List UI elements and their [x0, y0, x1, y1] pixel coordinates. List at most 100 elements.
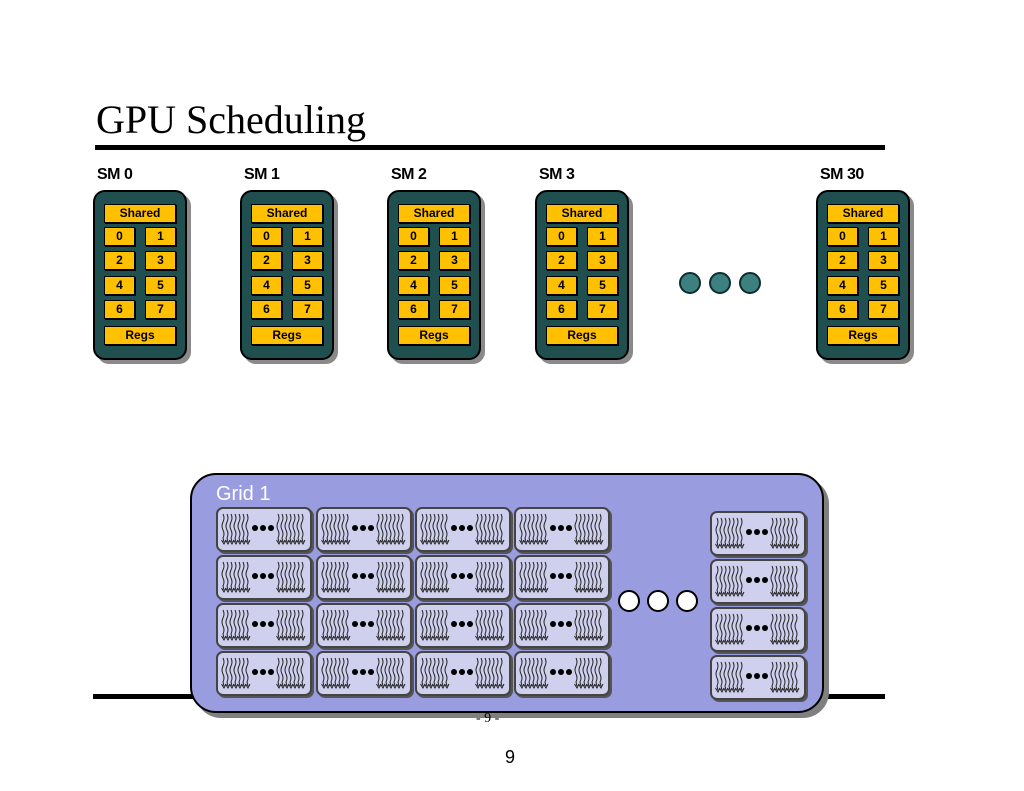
threads-icon [519, 657, 604, 690]
thread-block [216, 555, 312, 600]
ellipsis-dot-icon [739, 272, 761, 294]
thread-slot: 4 [546, 276, 577, 295]
thread-block [514, 603, 610, 648]
thread-block [415, 555, 511, 600]
thread-slot: 4 [398, 276, 429, 295]
thread-block [710, 655, 806, 700]
thread-slot: 7 [868, 300, 899, 319]
shared-memory: Shared [104, 204, 176, 223]
thread-slot: 7 [292, 300, 323, 319]
threads-icon [420, 657, 505, 690]
threads-icon [221, 609, 306, 642]
registers: Regs [827, 326, 899, 345]
ellipsis-dot-icon [676, 590, 698, 612]
threads-icon [420, 561, 505, 594]
threads-icon [715, 613, 800, 646]
thread-block [316, 651, 412, 696]
thread-slot: 5 [587, 276, 618, 295]
threads-icon [321, 513, 406, 546]
sm-label: SM 3 [539, 166, 575, 183]
threads-icon [519, 561, 604, 594]
thread-slot: 0 [104, 227, 135, 246]
threads-icon [420, 609, 505, 642]
slide-title: GPU Scheduling [96, 97, 366, 142]
thread-slot: 4 [251, 276, 282, 295]
thread-block [415, 651, 511, 696]
thread-slot: 1 [292, 227, 323, 246]
thread-slot: 6 [251, 300, 282, 319]
thread-block [216, 603, 312, 648]
thread-slot: 6 [546, 300, 577, 319]
thread-slot: 7 [587, 300, 618, 319]
thread-slot: 2 [398, 251, 429, 270]
thread-slot: 6 [104, 300, 135, 319]
thread-slot: 5 [439, 276, 470, 295]
thread-slot: 2 [251, 251, 282, 270]
registers: Regs [104, 326, 176, 345]
grid-container: Grid 1 [190, 473, 824, 713]
threads-icon [715, 661, 800, 694]
thread-slot: 3 [292, 251, 323, 270]
sm-label: SM 2 [391, 166, 427, 183]
thread-block [710, 511, 806, 556]
sm-body: Shared 0 1 2 3 4 5 6 7 Regs [93, 190, 187, 360]
ellipsis-dot-icon [709, 272, 731, 294]
thread-slot: 0 [546, 227, 577, 246]
thread-slot: 0 [398, 227, 429, 246]
thread-slot: 4 [827, 276, 858, 295]
sm-body: Shared 0 1 2 3 4 5 6 7 Regs [816, 190, 910, 360]
thread-slot: 5 [145, 276, 176, 295]
slide-number: 9 [505, 747, 516, 767]
threads-icon [715, 565, 800, 598]
ellipsis-dot-icon [679, 272, 701, 294]
thread-block [710, 607, 806, 652]
registers: Regs [546, 326, 618, 345]
registers: Regs [251, 326, 323, 345]
title-rule [95, 145, 885, 150]
ellipsis-dot-icon [647, 590, 669, 612]
threads-icon [519, 609, 604, 642]
thread-slot: 1 [587, 227, 618, 246]
grid-label: Grid 1 [216, 483, 271, 505]
sm-label: SM 30 [820, 166, 864, 183]
thread-block [514, 651, 610, 696]
thread-slot: 3 [145, 251, 176, 270]
thread-slot: 0 [251, 227, 282, 246]
threads-icon [715, 517, 800, 550]
shared-memory: Shared [546, 204, 618, 223]
threads-icon [221, 561, 306, 594]
thread-slot: 4 [104, 276, 135, 295]
sm-body: Shared 0 1 2 3 4 5 6 7 Regs [535, 190, 629, 360]
thread-slot: 0 [827, 227, 858, 246]
thread-block [514, 555, 610, 600]
thread-block [316, 507, 412, 552]
thread-slot: 3 [587, 251, 618, 270]
thread-slot: 1 [439, 227, 470, 246]
shared-memory: Shared [251, 204, 323, 223]
thread-slot: 1 [868, 227, 899, 246]
page-marker: - 9 - [476, 711, 500, 726]
thread-slot: 5 [292, 276, 323, 295]
thread-block [415, 603, 511, 648]
sm-body: Shared 0 1 2 3 4 5 6 7 Regs [240, 190, 334, 360]
threads-icon [321, 657, 406, 690]
thread-slot: 2 [546, 251, 577, 270]
thread-block [316, 603, 412, 648]
thread-slot: 2 [104, 251, 135, 270]
registers: Regs [398, 326, 470, 345]
thread-slot: 7 [145, 300, 176, 319]
thread-block [514, 507, 610, 552]
thread-slot: 5 [868, 276, 899, 295]
sm-body: Shared 0 1 2 3 4 5 6 7 Regs [387, 190, 481, 360]
threads-icon [321, 561, 406, 594]
thread-slot: 6 [827, 300, 858, 319]
thread-block [316, 555, 412, 600]
shared-memory: Shared [827, 204, 899, 223]
threads-icon [321, 609, 406, 642]
thread-block [216, 651, 312, 696]
sm-label: SM 1 [244, 166, 280, 183]
thread-slot: 2 [827, 251, 858, 270]
threads-icon [221, 657, 306, 690]
thread-slot: 6 [398, 300, 429, 319]
thread-block [415, 507, 511, 552]
